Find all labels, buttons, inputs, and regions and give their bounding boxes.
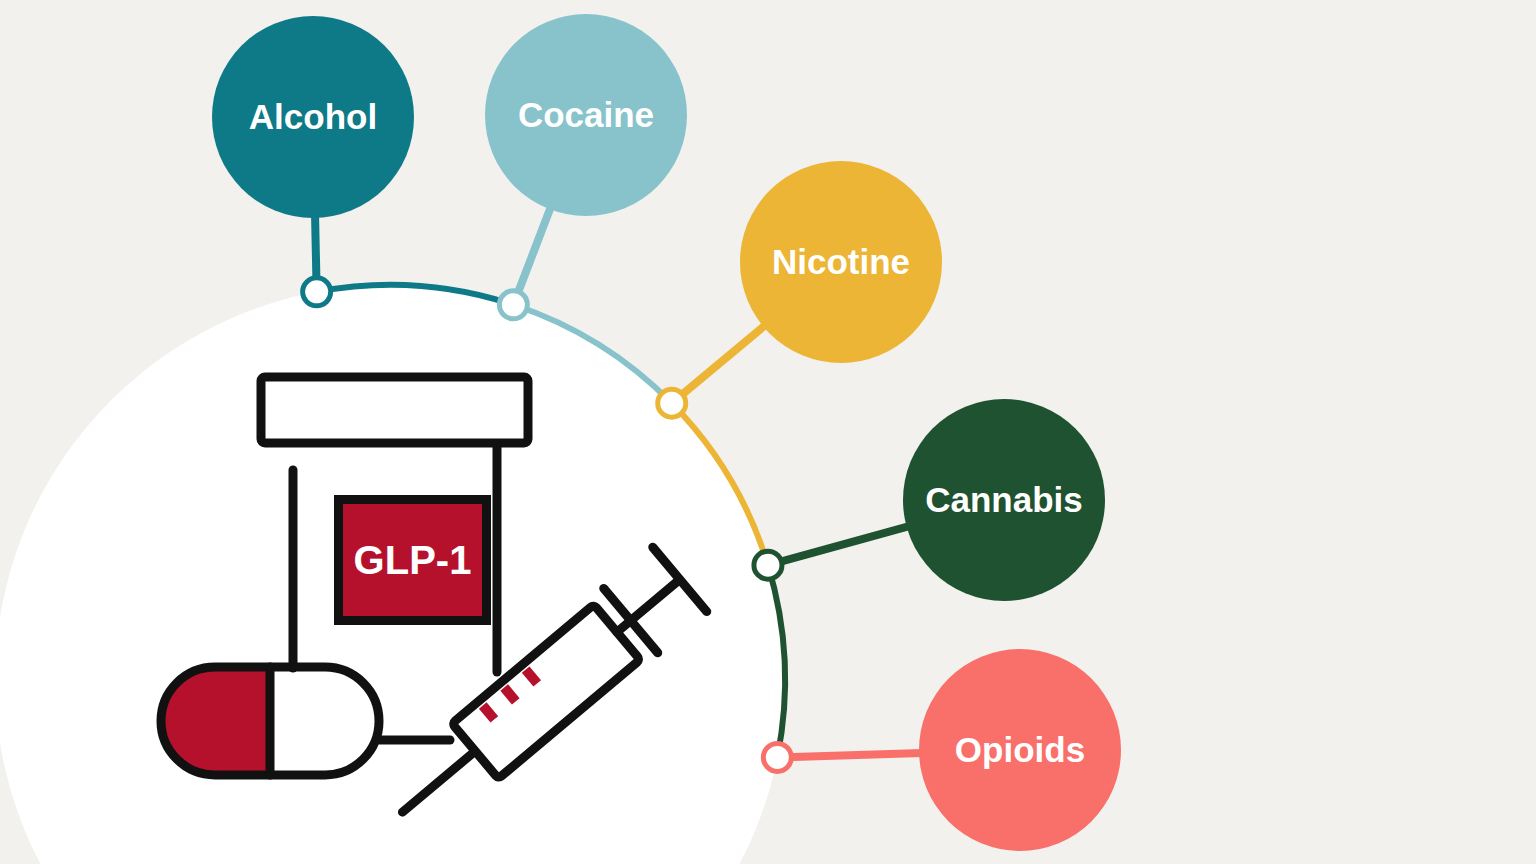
white-disc [0, 285, 785, 864]
substance-circle: Cocaine [485, 14, 687, 216]
node-text: Cocaine [518, 95, 654, 135]
capsule [161, 667, 379, 775]
substance-circle: Opioids [919, 649, 1121, 851]
arc-segment [768, 565, 785, 757]
syringe-thumb [653, 547, 707, 611]
capsule-seam [266, 667, 275, 775]
syringe-flange [604, 588, 658, 652]
junction-dot [763, 743, 791, 771]
arc-segment [317, 285, 514, 305]
node-text: GLP-1 [354, 538, 472, 583]
node-text: Opioids [955, 730, 1085, 770]
syringe-mark [526, 670, 538, 684]
junction-dot [658, 389, 686, 417]
medicine-illustration [161, 377, 707, 844]
syringe-mark [483, 706, 495, 720]
arc-segment [513, 305, 671, 403]
junction-dot [303, 278, 331, 306]
junction-dot [754, 551, 782, 579]
syringe-plunger [617, 581, 678, 632]
bottle-base [380, 736, 450, 745]
node-text: Alcohol [249, 97, 377, 137]
substance-circle: Alcohol [212, 16, 414, 218]
node-text: Nicotine [772, 242, 910, 282]
syringe-barrel [452, 605, 640, 779]
bottle-side [289, 470, 298, 668]
syringe-needle [402, 749, 477, 812]
junction-dot [499, 291, 527, 319]
drug-label: GLP-1 [334, 495, 492, 625]
bottle-lid [261, 377, 528, 443]
arc-segment [672, 403, 768, 565]
node-text: Cannabis [925, 480, 1083, 520]
bottle-side [493, 447, 502, 672]
substance-circle: Nicotine [740, 161, 942, 363]
syringe-mark [504, 688, 516, 702]
substance-circle: Cannabis [903, 399, 1105, 601]
